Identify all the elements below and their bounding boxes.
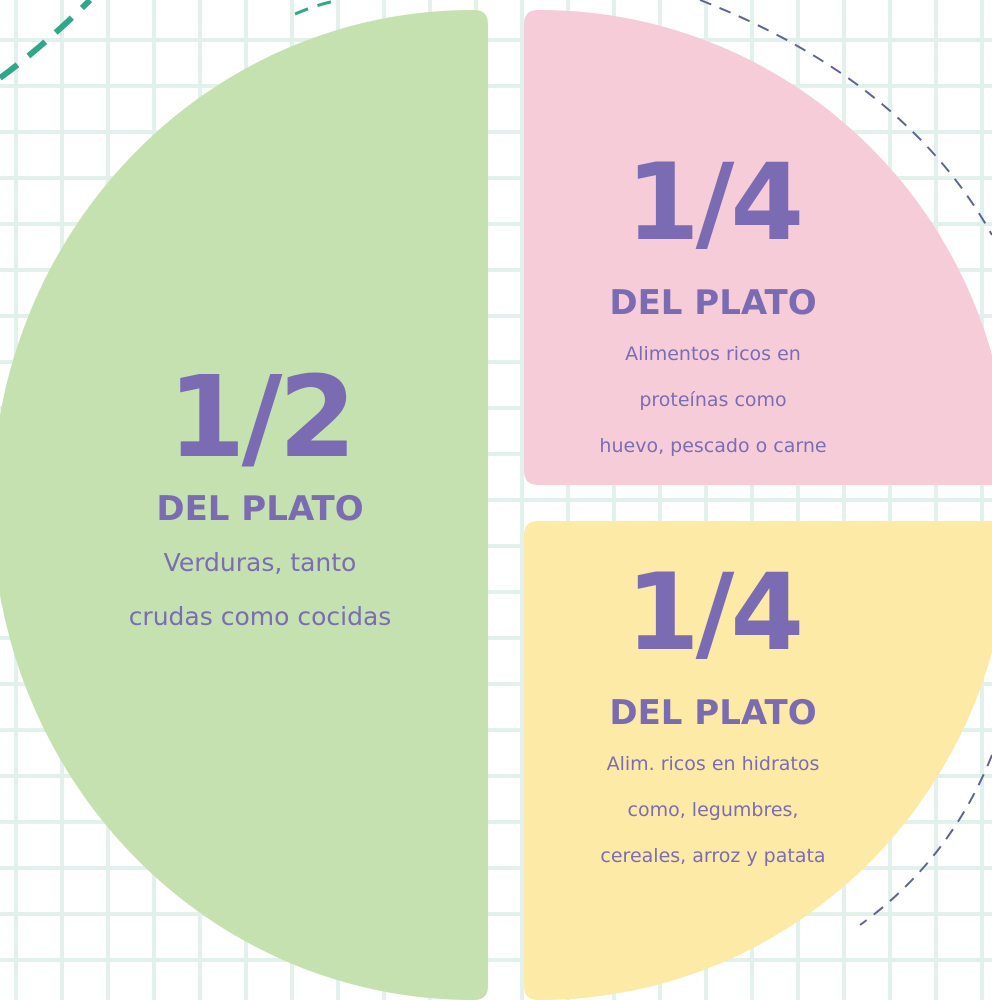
fraction-text: 1/4 [625, 551, 804, 674]
description-line: Alimentos ricos en [625, 343, 801, 365]
half-plate-label: 1/2 DEL PLATO Verduras, tanto crudas com… [60, 362, 460, 634]
teal-dashed-arc [0, 0, 93, 81]
carbs-quarter-label: 1/4 DEL PLATO Alim. ricos en hidratos co… [548, 560, 878, 868]
plate-quarter-carbs [524, 521, 992, 1000]
description-line: como, legumbres, [627, 799, 799, 821]
description-line: huevo, pescado o carne [599, 435, 827, 457]
plate-quarter-proteins [524, 10, 992, 485]
description-line: Alim. ricos en hidratos [606, 753, 820, 775]
description-line: crudas como cocidas [128, 602, 392, 631]
description-line: Verduras, tanto [163, 548, 357, 577]
plate-half-vegetables [0, 10, 488, 1000]
description-line: proteínas como [639, 389, 787, 411]
plate-word: DEL PLATO [156, 489, 364, 529]
fraction-text: 1/4 [625, 141, 804, 264]
plate-word: DEL PLATO [609, 283, 817, 323]
plate-word: DEL PLATO [609, 693, 817, 733]
proteins-quarter-label: 1/4 DEL PLATO Alimentos ricos en proteín… [548, 150, 878, 458]
fraction-text: 1/2 [167, 353, 357, 483]
description-line: cereales, arroz y patata [600, 845, 826, 867]
navy-dashed-arc-bottom [859, 754, 992, 926]
teal-dashed-arc-top [294, 0, 341, 16]
